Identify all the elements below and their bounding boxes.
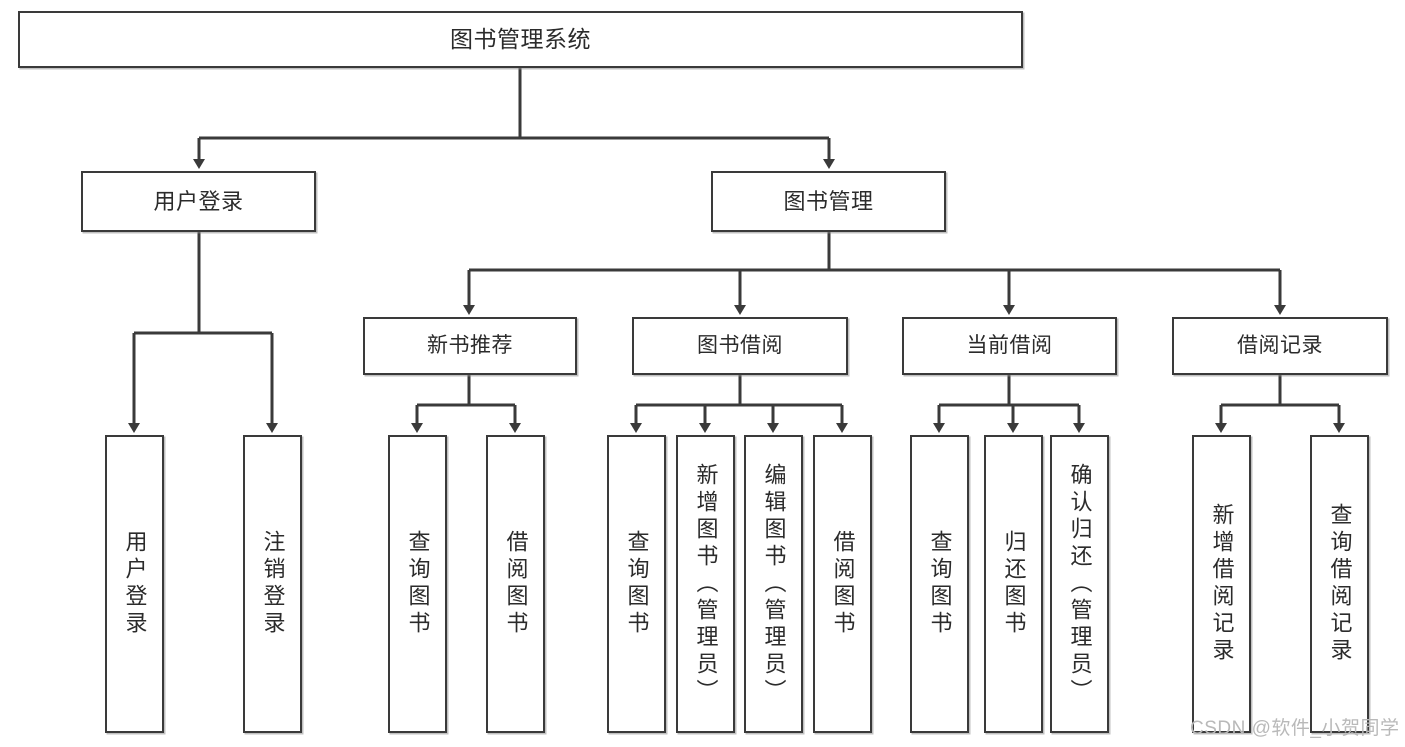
leaf-query-book-current-label: 查询图书 <box>927 530 953 638</box>
leaf-borrow-book-recommend[interactable]: 借阅图书 <box>486 435 545 733</box>
node-user-login-label: 用户登录 <box>153 188 244 214</box>
node-root[interactable]: 图书管理系统 <box>18 11 1023 68</box>
leaf-return-book[interactable]: 归还图书 <box>984 435 1043 733</box>
leaf-add-book-admin[interactable]: 新增图书（管理员） <box>676 435 735 733</box>
leaf-borrow-book-recommend-label: 借阅图书 <box>503 530 529 638</box>
node-borrow-record[interactable]: 借阅记录 <box>1172 317 1388 375</box>
leaf-add-book-admin-label: 新增图书（管理员） <box>693 462 719 706</box>
leaf-edit-book-admin-label: 编辑图书（管理员） <box>761 462 787 706</box>
node-current-borrow-label: 当前借阅 <box>966 333 1053 357</box>
leaf-user-login-label: 用户登录 <box>122 530 148 638</box>
node-book-management-label: 图书管理 <box>783 188 874 214</box>
leaf-query-book-recommend-label: 查询图书 <box>405 530 431 638</box>
leaf-logout-label: 注销登录 <box>260 530 286 638</box>
leaf-query-book-current[interactable]: 查询图书 <box>910 435 969 733</box>
node-book-borrow[interactable]: 图书借阅 <box>632 317 848 375</box>
leaf-confirm-return-admin[interactable]: 确认归还（管理员） <box>1050 435 1109 733</box>
leaf-query-book-borrow-label: 查询图书 <box>624 530 650 638</box>
node-borrow-record-label: 借阅记录 <box>1237 333 1323 357</box>
node-current-borrow[interactable]: 当前借阅 <box>902 317 1117 375</box>
leaf-query-book-recommend[interactable]: 查询图书 <box>388 435 447 733</box>
leaf-return-book-label: 归还图书 <box>1001 530 1027 638</box>
node-root-label: 图书管理系统 <box>450 26 591 53</box>
leaf-query-book-borrow[interactable]: 查询图书 <box>607 435 666 733</box>
node-user-login[interactable]: 用户登录 <box>81 171 316 232</box>
leaf-add-borrow-record-label: 新增借阅记录 <box>1209 503 1235 665</box>
leaf-add-borrow-record[interactable]: 新增借阅记录 <box>1192 435 1251 733</box>
node-new-book-recommend[interactable]: 新书推荐 <box>363 317 577 375</box>
leaf-logout[interactable]: 注销登录 <box>243 435 302 733</box>
node-book-management[interactable]: 图书管理 <box>711 171 946 232</box>
leaf-borrow-book[interactable]: 借阅图书 <box>813 435 872 733</box>
leaf-edit-book-admin[interactable]: 编辑图书（管理员） <box>744 435 803 733</box>
leaf-borrow-book-label: 借阅图书 <box>830 530 856 638</box>
csdn-watermark: CSDN @软件_小贺同学 <box>1190 718 1400 739</box>
leaf-confirm-return-admin-label: 确认归还（管理员） <box>1067 462 1093 706</box>
node-new-book-recommend-label: 新书推荐 <box>427 333 513 357</box>
leaf-user-login[interactable]: 用户登录 <box>105 435 164 733</box>
leaf-query-borrow-record-label: 查询借阅记录 <box>1327 503 1353 665</box>
node-book-borrow-label: 图书借阅 <box>697 333 783 357</box>
leaf-query-borrow-record[interactable]: 查询借阅记录 <box>1310 435 1369 733</box>
